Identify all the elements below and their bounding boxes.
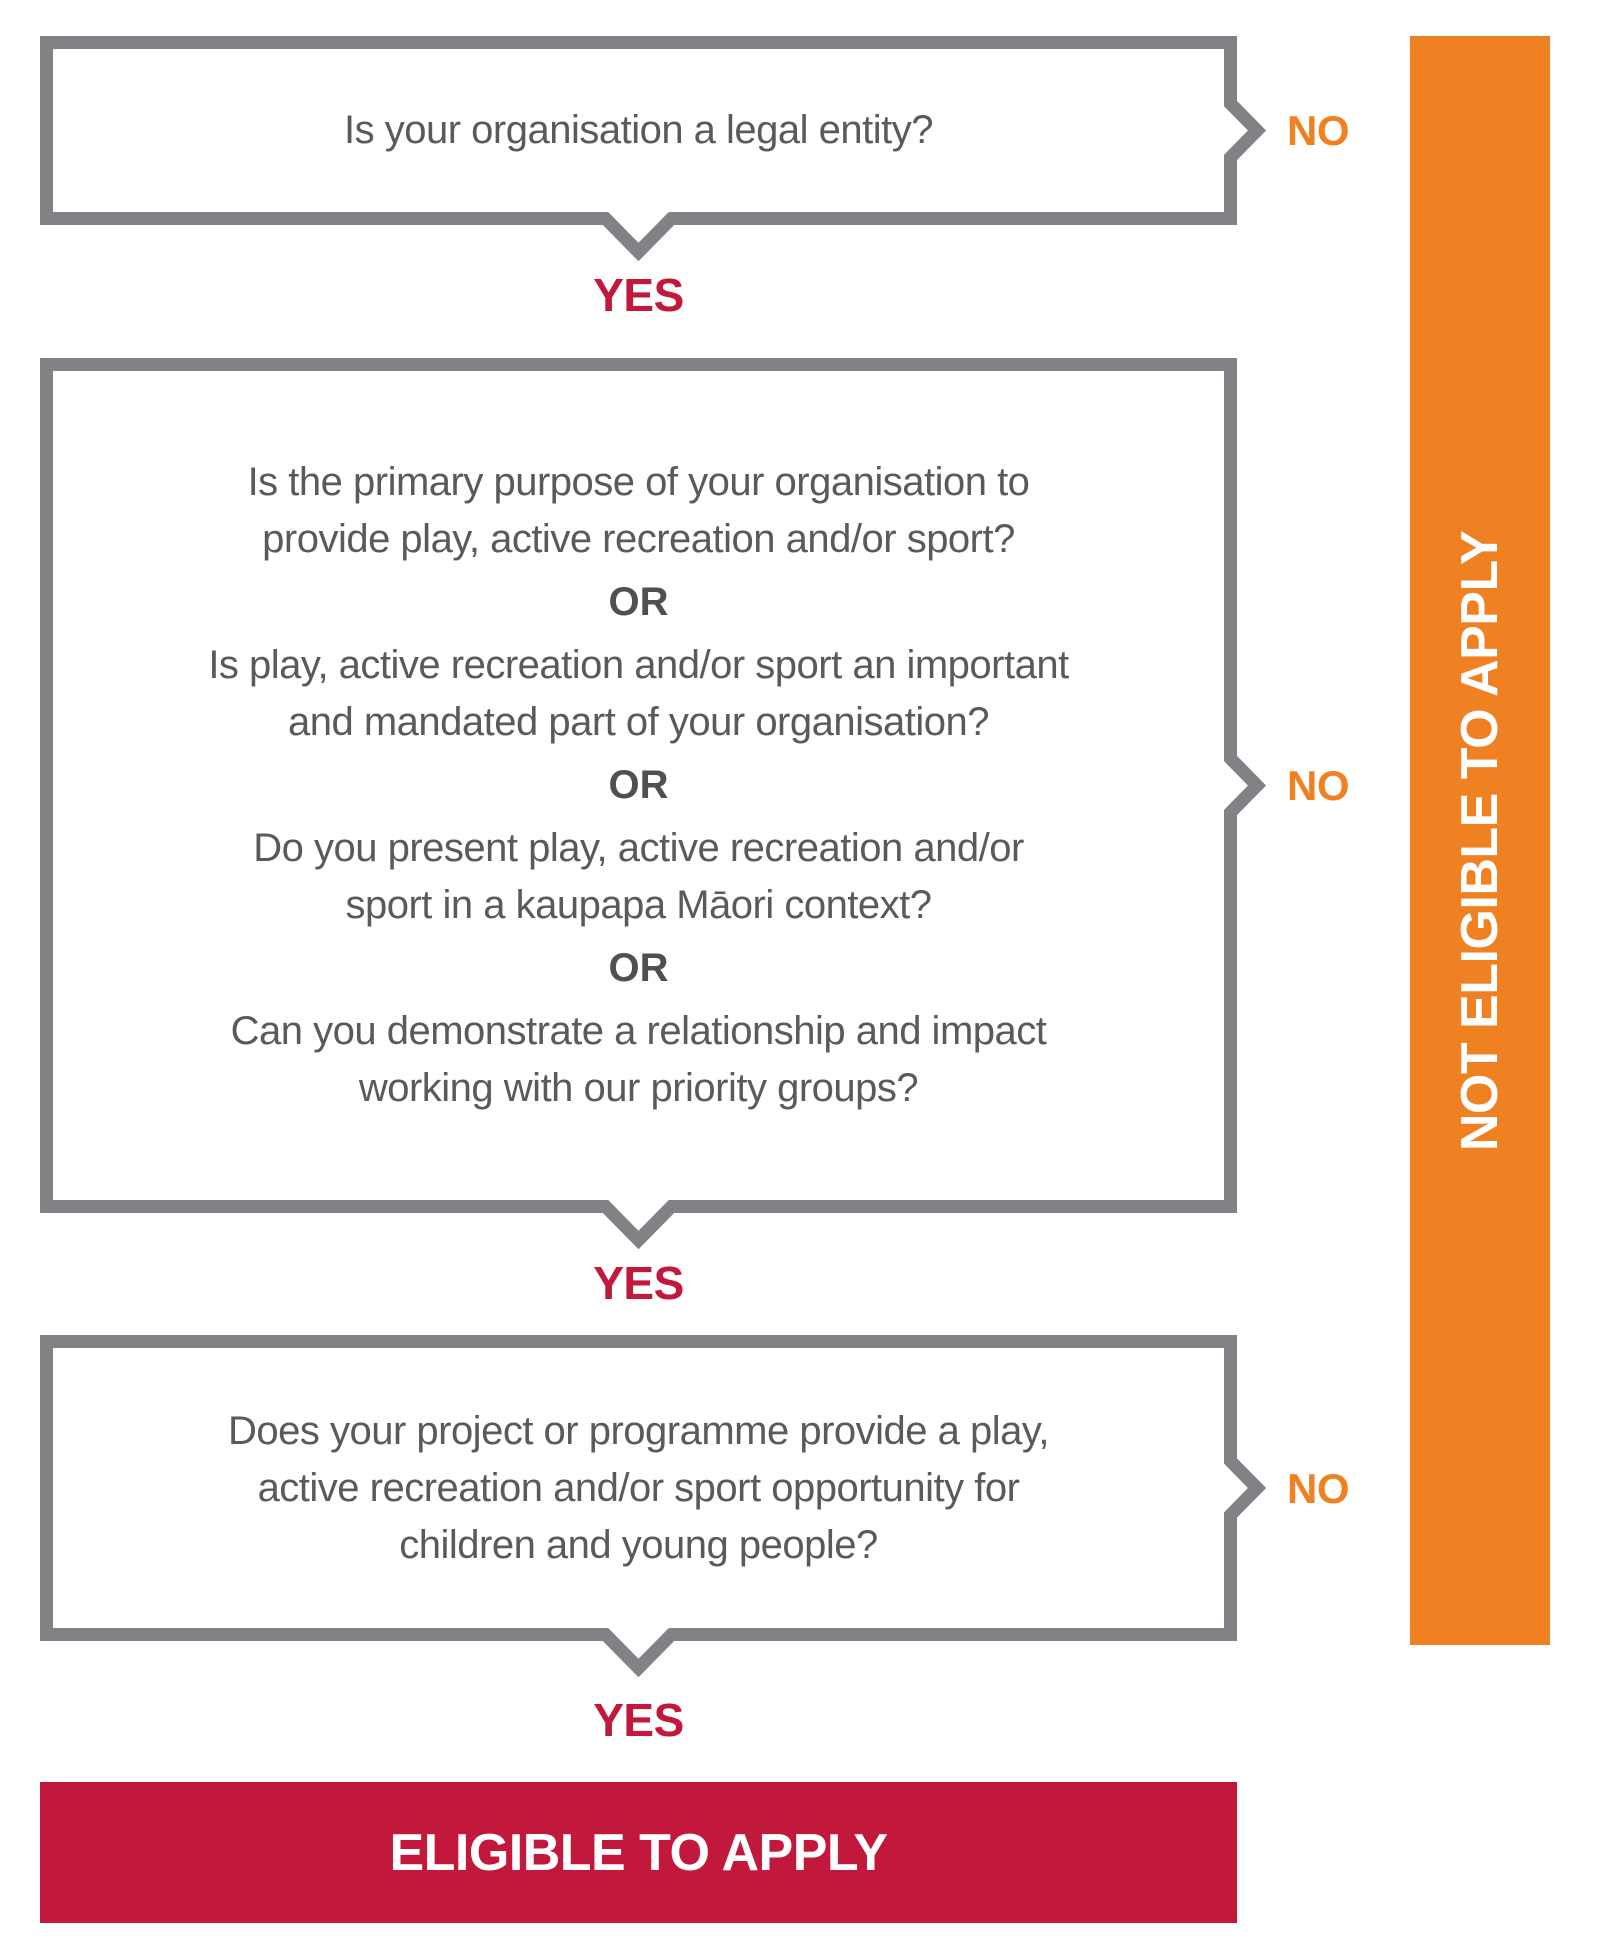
question-box-1: Is your organisation a legal entity?: [40, 36, 1267, 262]
yes-label-2: YES: [593, 1257, 684, 1309]
question-box-1-outline: [40, 36, 1267, 262]
question-3-line: active recreation and/or sport opportuni…: [257, 1465, 1020, 1510]
no-label-1: NO: [1287, 107, 1350, 154]
no-label-3: NO: [1287, 1465, 1350, 1512]
question-2-line: Is the primary purpose of your organisat…: [247, 460, 1030, 504]
no-label-2: NO: [1287, 762, 1350, 809]
question-2-line: provide play, active recreation and/or s…: [262, 517, 1015, 561]
question-2-line: Do you present play, active recreation a…: [253, 826, 1024, 870]
question-2-text: Is the primary purpose of your organisat…: [53, 371, 1224, 1200]
yes-label-1: YES: [593, 269, 684, 321]
question-box-2-outline: [40, 358, 1267, 1250]
question-2-line: sport in a kaupapa Māori context?: [345, 883, 932, 927]
question-box-2: Is the primary purpose of your organisat…: [40, 358, 1267, 1250]
question-box-3-outline: [40, 1335, 1267, 1678]
yes-label-3: YES: [593, 1694, 684, 1746]
box1-outline-with-no-chevron-and-yes-chevron: [40, 36, 1267, 262]
question-3-text: Does your project or programme provide a…: [53, 1348, 1224, 1628]
or-separator: OR: [608, 763, 669, 807]
or-separator: OR: [608, 580, 669, 624]
question-box-3: Does your project or programme provide a…: [40, 1335, 1267, 1678]
question-2-line: Is play, active recreation and/or sport …: [208, 643, 1069, 687]
question-2-line: working with our priority groups?: [358, 1066, 919, 1110]
eligible-bar: ELIGIBLE TO APPLY: [40, 1782, 1237, 1923]
question-1-text: Is your organisation a legal entity?: [53, 49, 1224, 212]
box3-outline-with-no-chevron-and-yes-chevron: [40, 1335, 1267, 1678]
not-eligible-label: NOT ELIGIBLE TO APPLY: [1451, 530, 1509, 1151]
box2-outline-with-no-chevron-and-yes-chevron: [40, 358, 1267, 1250]
question-1-line: Is your organisation a legal entity?: [343, 108, 934, 152]
question-2-line: and mandated part of your organisation?: [288, 700, 990, 744]
not-eligible-bar: NOT ELIGIBLE TO APPLY: [1410, 36, 1550, 1645]
question-3-line: children and young people?: [399, 1522, 878, 1567]
or-separator: OR: [608, 946, 669, 990]
question-3-line: Does your project or programme provide a…: [227, 1408, 1050, 1453]
question-2-line: Can you demonstrate a relationship and i…: [230, 1009, 1047, 1053]
eligible-label: ELIGIBLE TO APPLY: [389, 1823, 888, 1882]
